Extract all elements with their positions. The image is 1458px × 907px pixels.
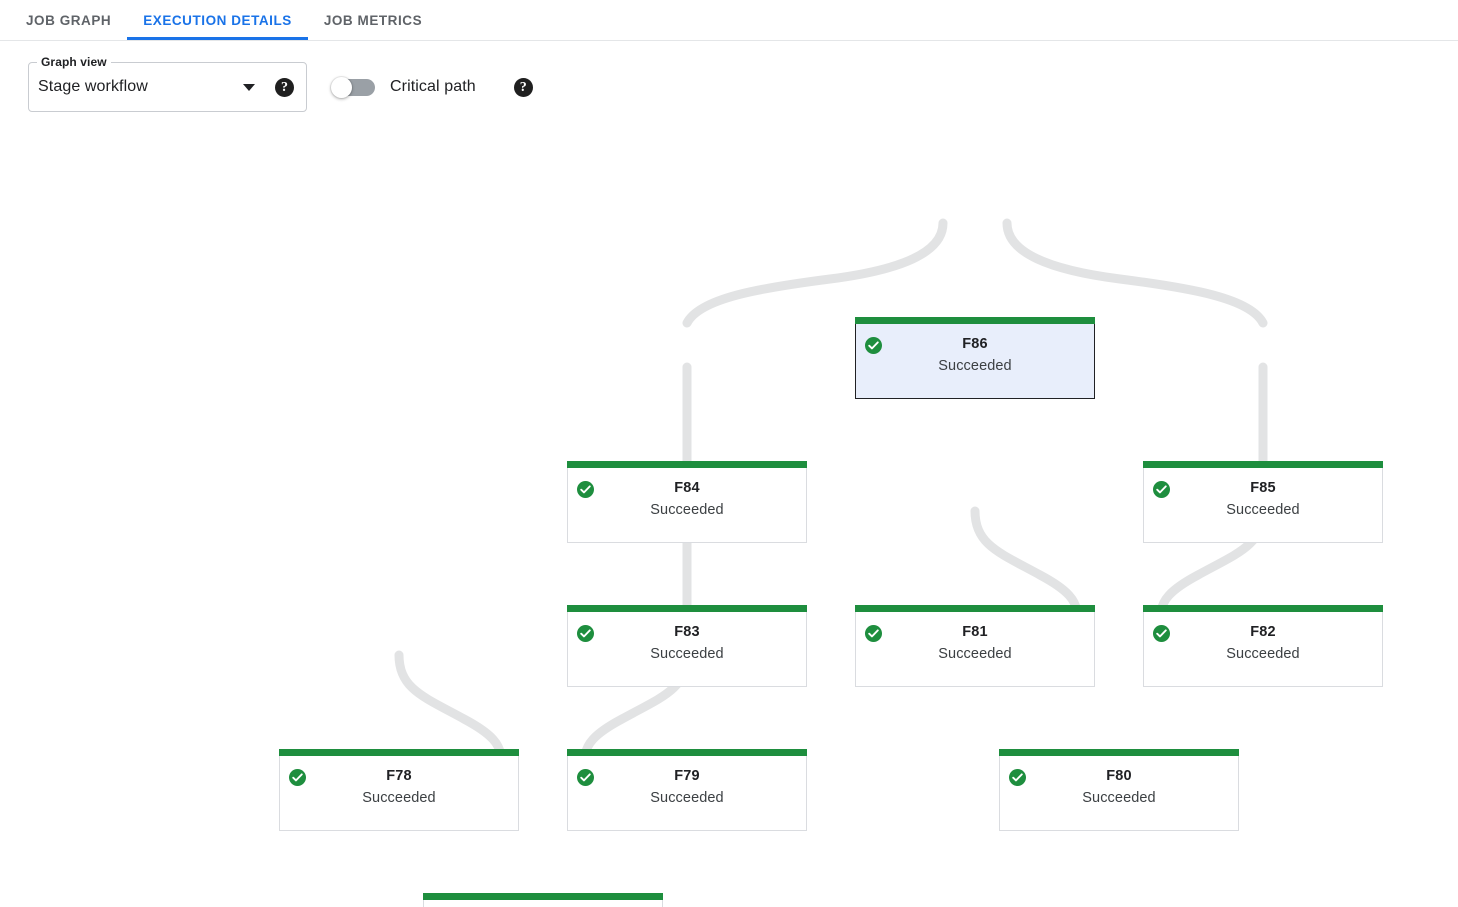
graph-node-f78[interactable]: F78 Succeeded bbox=[279, 749, 519, 831]
graph-node-f85[interactable]: F85 Succeeded bbox=[1143, 461, 1383, 543]
node-title: F80 bbox=[1106, 768, 1132, 784]
node-status-bar bbox=[567, 605, 807, 612]
node-status-bar bbox=[1143, 605, 1383, 612]
node-status-text: Succeeded bbox=[938, 646, 1012, 662]
node-status-text: Succeeded bbox=[650, 502, 724, 518]
toggle-knob bbox=[331, 76, 352, 98]
node-status-bar bbox=[567, 461, 807, 468]
success-check-icon bbox=[1153, 625, 1170, 642]
chevron-down-icon[interactable] bbox=[243, 83, 255, 91]
node-status-bar bbox=[999, 749, 1239, 756]
node-status-bar bbox=[855, 317, 1095, 324]
tab-job-graph[interactable]: JOB GRAPH bbox=[10, 0, 127, 40]
graph-node-f81[interactable]: F81 Succeeded bbox=[855, 605, 1095, 687]
node-title: F84 bbox=[674, 480, 700, 496]
success-check-icon bbox=[865, 337, 882, 354]
node-title: F81 bbox=[962, 624, 988, 640]
graph-view-help-icon[interactable]: ? bbox=[275, 77, 294, 97]
success-check-icon bbox=[577, 769, 594, 786]
node-title: F86 bbox=[962, 336, 988, 352]
node-title: F83 bbox=[674, 624, 700, 640]
graph-node-f86[interactable]: F86 Succeeded bbox=[855, 317, 1095, 399]
graph-view-label: Graph view bbox=[37, 55, 111, 69]
edge-F86-F84 bbox=[682, 218, 948, 328]
critical-path-label: Critical path bbox=[390, 78, 476, 95]
edge-F81-F80 bbox=[970, 506, 1082, 616]
node-status-bar bbox=[567, 749, 807, 756]
critical-path-toggle-group: Critical path bbox=[331, 76, 476, 98]
tab-bar: JOB GRAPH EXECUTION DETAILS JOB METRICS bbox=[0, 0, 1458, 41]
node-status-text: Succeeded bbox=[938, 358, 1012, 374]
node-title: F79 bbox=[674, 768, 700, 784]
graph-view-selected-value: Stage workflow bbox=[38, 78, 148, 95]
node-status-text: Succeeded bbox=[362, 790, 436, 806]
node-status-bar bbox=[1143, 461, 1383, 468]
success-check-icon bbox=[577, 625, 594, 642]
graph-view-select[interactable]: Graph view Stage workflow ? bbox=[28, 55, 307, 112]
node-status-bar bbox=[279, 749, 519, 756]
critical-path-toggle[interactable] bbox=[331, 76, 376, 98]
tab-job-metrics[interactable]: JOB METRICS bbox=[308, 0, 438, 40]
node-status-text: Succeeded bbox=[650, 646, 724, 662]
node-title: F78 bbox=[386, 768, 412, 784]
node-status-text: Succeeded bbox=[1226, 646, 1300, 662]
node-status-text: Succeeded bbox=[1082, 790, 1156, 806]
success-check-icon bbox=[1153, 481, 1170, 498]
graph-node-f83[interactable]: F83 Succeeded bbox=[567, 605, 807, 687]
node-title: F85 bbox=[1250, 480, 1276, 496]
graph-toolbar: Graph view Stage workflow ? Critical pat… bbox=[0, 41, 1458, 133]
node-status-bar bbox=[855, 605, 1095, 612]
graph-node-f77[interactable]: F77 Succeeded bbox=[423, 893, 663, 907]
node-status-text: Succeeded bbox=[1226, 502, 1300, 518]
node-status-bar bbox=[423, 893, 663, 900]
edge-F78-F77 bbox=[394, 650, 506, 760]
success-check-icon bbox=[577, 481, 594, 498]
edge-F86-F85 bbox=[1002, 218, 1268, 328]
tab-execution-details[interactable]: EXECUTION DETAILS bbox=[127, 0, 308, 40]
graph-node-f84[interactable]: F84 Succeeded bbox=[567, 461, 807, 543]
success-check-icon bbox=[1009, 769, 1026, 786]
graph-node-f79[interactable]: F79 Succeeded bbox=[567, 749, 807, 831]
graph-node-f82[interactable]: F82 Succeeded bbox=[1143, 605, 1383, 687]
critical-path-help-icon[interactable]: ? bbox=[513, 77, 533, 97]
node-status-text: Succeeded bbox=[650, 790, 724, 806]
success-check-icon bbox=[865, 625, 882, 642]
success-check-icon bbox=[289, 769, 306, 786]
node-title: F82 bbox=[1250, 624, 1276, 640]
graph-node-f80[interactable]: F80 Succeeded bbox=[999, 749, 1239, 831]
stage-workflow-graph: F86 Succeeded F84 Succeeded F85 Succeede… bbox=[0, 133, 1458, 907]
